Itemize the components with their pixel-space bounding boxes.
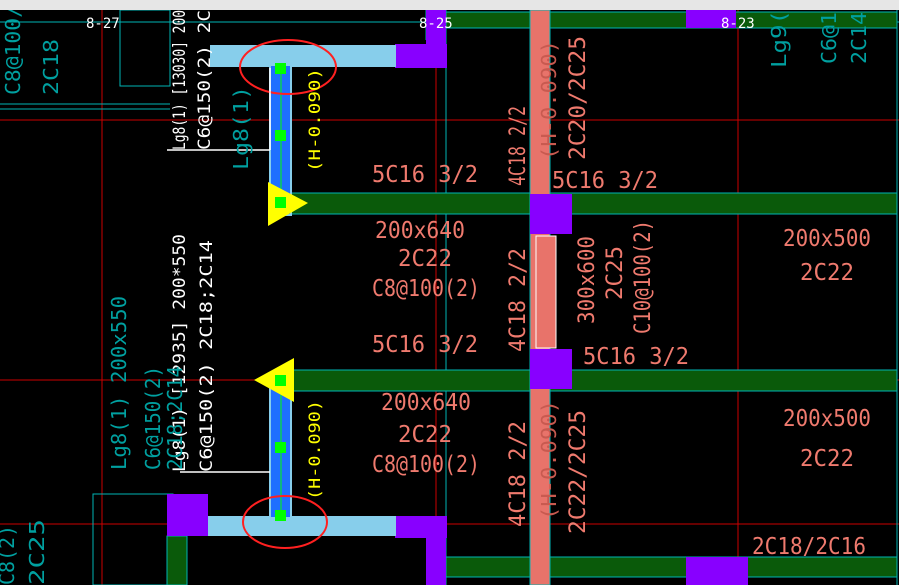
- upper-beam-size: 200x640: [375, 218, 465, 244]
- vertical-low-label: 4C18 2/2: [506, 421, 531, 527]
- left-bottom2: C8(2): [0, 525, 19, 585]
- triangle-lower-icon: [254, 358, 294, 402]
- highlight-circle-bottom: [242, 495, 328, 549]
- top-right-lg: Lg9(: [767, 10, 791, 68]
- lg-upper-line2: C6@150(2) 2C: [195, 10, 215, 150]
- columns: [167, 10, 748, 585]
- left-top-reinf: 2C18: [39, 39, 63, 95]
- vertical-mid-size: 300x600: [575, 236, 600, 324]
- beam-upper[interactable]: [289, 192, 898, 215]
- yellow-triangles: [254, 182, 308, 402]
- right-upper-reinf: 2C22: [800, 260, 854, 286]
- right-upper-size: 200x500: [783, 226, 871, 252]
- lower-beam-size: 200x640: [381, 390, 471, 416]
- grips[interactable]: [275, 63, 286, 521]
- column-8[interactable]: [426, 516, 446, 585]
- lg-upper-tag: Lg8(1): [229, 86, 253, 170]
- mid-right-top: 5C16 3/2: [583, 344, 689, 370]
- upper-beam-reinf: 2C22: [398, 246, 452, 272]
- vertical-mid-stirrup: C10@100(2): [631, 220, 656, 334]
- top-right-stirrup: C6@1: [817, 12, 841, 64]
- left-lg: Lg8(1) 200x550: [107, 296, 131, 470]
- lower-beam-reinf: 2C22: [398, 422, 452, 448]
- upper-beam-top: 5C16 3/2: [372, 162, 478, 188]
- grip-4[interactable]: [275, 375, 286, 386]
- vertical-top-label: 4C18 2/2: [506, 106, 531, 186]
- grid-label-8-25: 8-25: [419, 16, 453, 32]
- grip-5[interactable]: [275, 442, 286, 453]
- left-lg-stirrup: C6@150(2): [141, 366, 165, 470]
- vertical-beam[interactable]: [529, 10, 557, 585]
- lg-upper-line1: Lg8(1) [13030] 200: [170, 10, 190, 150]
- vertical-upper-span: 2C20/2C25: [566, 36, 591, 160]
- right-lower-reinf: 2C22: [800, 446, 854, 472]
- grip-2[interactable]: [275, 130, 286, 141]
- leader-lines: [167, 68, 271, 473]
- left-top: C8@100/: [1, 10, 25, 95]
- selected-beam-top-h[interactable]: [210, 45, 396, 67]
- cad-drawing-canvas[interactable]: 8-27 8-25 8-23 5C16 3/2 200x640 2C22 C8@…: [0, 10, 899, 585]
- beam-lower[interactable]: [289, 369, 898, 392]
- bottom-right-reinf: 2C18/2C16: [752, 534, 866, 560]
- lower-beam-top: 5C16 3/2: [372, 332, 478, 358]
- left-bottom: 2C25: [25, 519, 49, 585]
- vertical-low-elev: (H-0.090): [537, 400, 561, 520]
- column-3[interactable]: [686, 10, 736, 28]
- selected-beam-bottom-h[interactable]: [208, 516, 396, 536]
- lg-lower-elev: (H-0.090): [305, 400, 324, 500]
- column-4[interactable]: [530, 194, 572, 234]
- vertical-upper-elev: (H-0.090): [537, 40, 561, 160]
- beam-left-stub[interactable]: [166, 535, 188, 585]
- vertical-low-span: 2C22/2C25: [566, 410, 591, 534]
- grid-label-8-27: 8-27: [86, 16, 120, 32]
- column-6[interactable]: [167, 494, 208, 536]
- highlight-circles: [239, 39, 337, 549]
- upper-beam-stirrup: C8@100(2): [372, 276, 480, 302]
- lg-lower-line2: C6@150(2) 2C18;2C14: [197, 240, 217, 472]
- column-5[interactable]: [530, 349, 572, 389]
- top-strip: [0, 0, 899, 10]
- lg-lower-line1: Lg8(1) [12935] 200*550: [170, 234, 190, 472]
- vertical-top-right: 5C16 3/2: [552, 168, 658, 194]
- vertical-mid-reinf: 2C25: [603, 246, 628, 300]
- vertical-mid-label: 4C18 2/2: [506, 248, 531, 352]
- lower-beam-stirrup: C8@100(2): [372, 452, 480, 478]
- green-beams: [166, 11, 898, 585]
- lg-upper-elev: (H-0.090): [305, 68, 324, 172]
- column-9[interactable]: [686, 557, 748, 585]
- left-lg-reinf: 2C18;2C14: [163, 366, 187, 470]
- grip-1[interactable]: [275, 63, 286, 74]
- grip-3[interactable]: [275, 197, 286, 208]
- grid-label-8-23: 8-23: [721, 16, 755, 32]
- selected-lg-beams[interactable]: [208, 45, 396, 536]
- column-2[interactable]: [426, 10, 446, 68]
- beam-bottom[interactable]: [445, 556, 898, 578]
- right-lower-size: 200x500: [783, 406, 871, 432]
- grip-6[interactable]: [275, 510, 286, 521]
- highlight-circle-top: [239, 39, 337, 95]
- top-right-reinf: 2C14: [847, 12, 871, 64]
- triangle-upper-icon: [268, 182, 308, 226]
